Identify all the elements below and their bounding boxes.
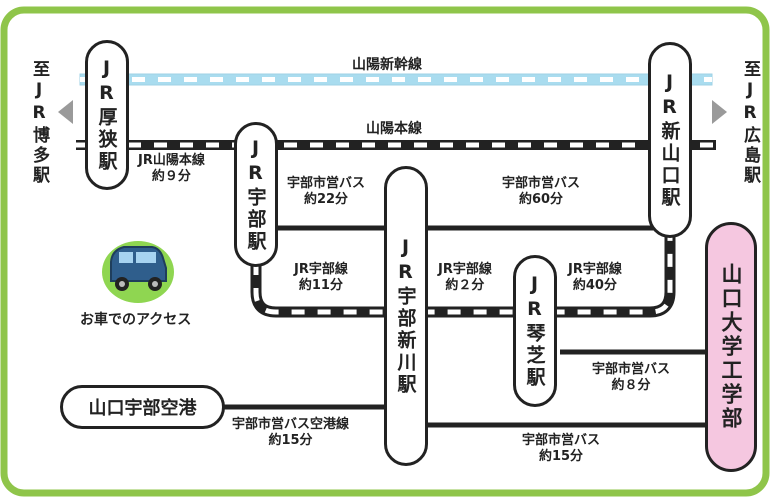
route-jr-ube-2: JR宇部線 約２分: [438, 262, 492, 294]
sanyo-main-label: 山陽本線: [366, 121, 422, 137]
car-icon: [102, 241, 174, 303]
destination-left: 至JR博多駅: [29, 60, 49, 186]
station-ube: JR宇部駅: [234, 122, 278, 267]
arrow-right-icon: [712, 100, 727, 124]
route-bus-kotoshiba: 宇部市営バス 約８分: [592, 362, 671, 394]
station-airport: 山口宇部空港: [60, 385, 225, 429]
station-shinyamaguchi: JR新山口駅: [648, 42, 692, 238]
route-bus-shinkawa-goal: 宇部市営バス 約15分: [522, 433, 601, 465]
destination-right: 至JR広島駅: [740, 60, 760, 186]
station-goal: 山口大学工学部: [705, 222, 757, 472]
route-jr-sanyo: JR山陽本線 約９分: [138, 153, 205, 185]
station-asa: JR厚狭駅: [85, 40, 129, 190]
shinkansen-label: 山陽新幹線: [352, 57, 422, 73]
car-access-label: お車でのアクセス: [80, 312, 192, 328]
arrow-left-icon: [58, 100, 73, 124]
route-bus-airport: 宇部市営バス空港線 約15分: [232, 417, 350, 449]
station-kotoshiba: JR琴芝駅: [513, 255, 557, 407]
station-ubeshinkawa: JR宇部新川駅: [384, 166, 428, 466]
route-bus-ube: 宇部市営バス 約22分: [287, 176, 366, 208]
route-jr-ube-1: JR宇部線 約11分: [294, 262, 348, 294]
route-jr-ube-3: JR宇部線 約40分: [568, 262, 622, 294]
route-bus-shinyamaguchi: 宇部市営バス 約60分: [502, 176, 581, 208]
